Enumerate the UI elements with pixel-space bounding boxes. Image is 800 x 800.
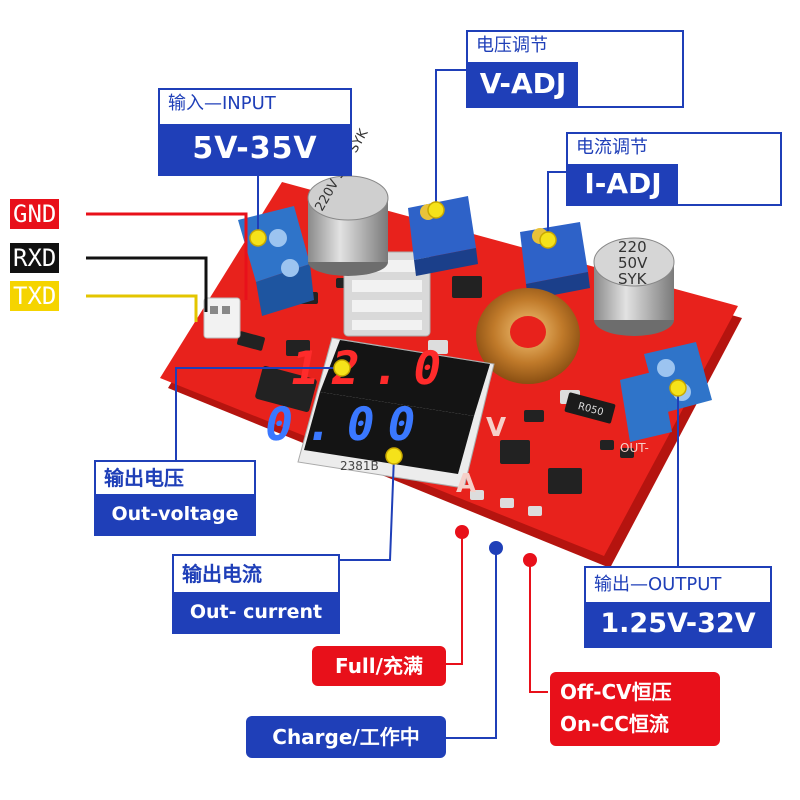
- i-adj-header: 电流调节: [576, 137, 648, 158]
- out-current-value: Out- current: [174, 592, 338, 632]
- input-terminal: [238, 206, 314, 316]
- toroid-inductor: [476, 288, 580, 384]
- out-current-header: 输出电流: [182, 562, 262, 586]
- v-adj-label: 电压调节 V-ADJ: [466, 30, 684, 108]
- out-current-label: 输出电流 Out- current: [172, 554, 340, 634]
- svg-text:220: 220: [618, 238, 647, 256]
- on-cc-text: On-CC恒流: [560, 712, 669, 736]
- i-adj-value: I-ADJ: [568, 164, 678, 204]
- svg-text:2381B: 2381B: [340, 459, 379, 473]
- silk-letter-a: A: [456, 469, 476, 499]
- charge-label: Charge/工作中: [246, 716, 446, 758]
- output-label-header: 输出—OUTPUT: [594, 574, 722, 595]
- output-range: 1.25V-32V: [586, 602, 770, 646]
- input-label: 输入—INPUT 5V-35V: [158, 88, 352, 176]
- silk-out-minus: OUT-: [620, 441, 649, 455]
- out-voltage-header: 输出电压: [104, 466, 184, 490]
- input-range: 5V-35V: [160, 124, 350, 174]
- input-label-header: 输入—INPUT: [168, 93, 276, 114]
- cv-cc-label: Off-CV恒压 On-CC恒流: [550, 672, 720, 746]
- v-adj-header: 电压调节: [476, 35, 548, 56]
- out-voltage-value: Out-voltage: [96, 494, 254, 534]
- shunt-resistor: R050: [564, 392, 616, 424]
- gnd-pin-label: GND: [10, 199, 60, 229]
- leader-lines: [175, 69, 679, 739]
- full-label: Full/充满: [312, 646, 446, 686]
- led-display: 12.0 0.00 2381B: [260, 337, 495, 489]
- silk-letter-v: V: [486, 413, 506, 443]
- svg-text:SYK: SYK: [618, 270, 648, 288]
- out-voltage-label: 输出电压 Out-voltage: [94, 460, 256, 536]
- charge-led-dot: [489, 541, 503, 555]
- cv-cc-led-dot: [523, 553, 537, 567]
- marker-dots: [249, 201, 687, 465]
- svg-text:50V: 50V: [618, 254, 648, 272]
- smd-components: [237, 276, 634, 516]
- i-adj-label: 电流调节 I-ADJ: [566, 132, 782, 206]
- serial-wires: [86, 212, 248, 322]
- capacitor-right: 220 50V SYK: [593, 237, 675, 336]
- voltage-potentiometer: [408, 196, 478, 276]
- rxd-pin-label: RXD: [10, 243, 60, 273]
- v-adj-value: V-ADJ: [468, 62, 578, 106]
- off-cv-text: Off-CV恒压: [560, 680, 672, 704]
- full-led-dot: [455, 525, 469, 539]
- txd-pin-label: TXD: [10, 281, 60, 311]
- output-label: 输出—OUTPUT 1.25V-32V: [584, 566, 772, 648]
- serial-connector: [203, 297, 241, 339]
